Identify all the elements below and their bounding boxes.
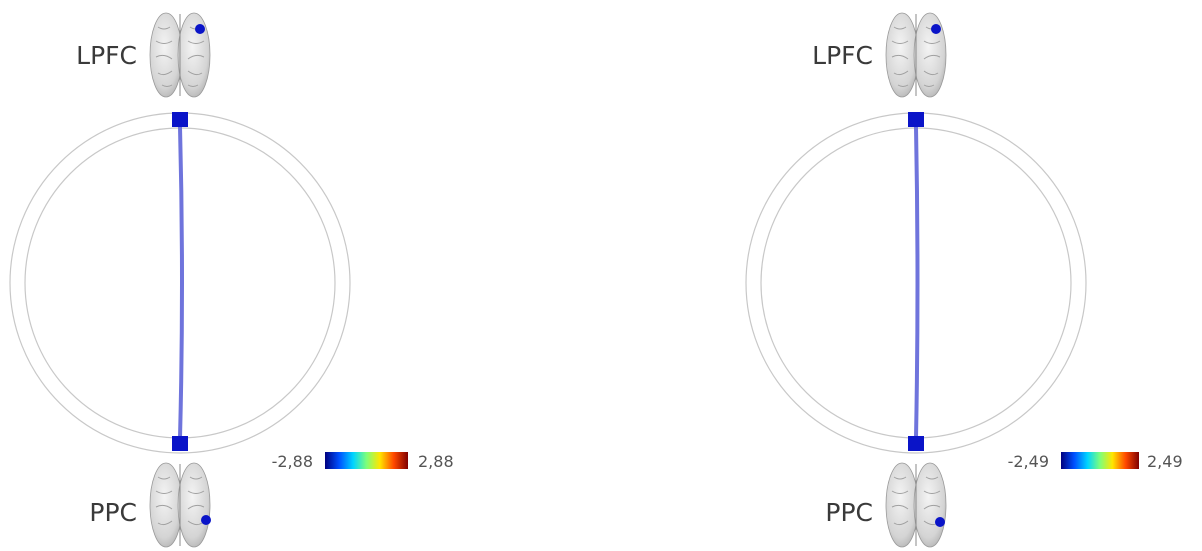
roi-marker-top <box>195 24 205 34</box>
brain-icon-top <box>885 12 947 98</box>
region-label-top: LPFC <box>812 41 873 70</box>
roi-marker-bottom <box>201 515 211 525</box>
colorbar-max-label: 2,88 <box>418 452 454 471</box>
brain-icon-top <box>149 12 211 98</box>
connection-edge <box>914 126 920 439</box>
brain-icon-bottom <box>885 462 947 548</box>
colorbar-min-label: -2,88 <box>272 452 313 471</box>
connectogram-left: LPFC PPC -2,88 2,88 <box>9 12 454 548</box>
brain-icon-bottom <box>149 462 211 548</box>
connectivity-panel-right: LPFC PPC -2,49 2,49 <box>736 0 1202 551</box>
node-top <box>172 112 188 127</box>
colorbar <box>325 452 408 469</box>
colorbar-min-label: -2,49 <box>1008 452 1049 471</box>
colorbar <box>1061 452 1139 469</box>
roi-marker-bottom <box>935 517 945 527</box>
region-label-bottom: PPC <box>89 498 137 527</box>
node-bottom <box>172 436 188 451</box>
connectogram-right: LPFC PPC -2,49 2,49 <box>745 12 1183 548</box>
node-bottom <box>908 436 924 451</box>
connectivity-panel-left: LPFC PPC -2,88 2,88 <box>0 0 600 551</box>
region-label-top: LPFC <box>76 41 137 70</box>
colorbar-max-label: 2,49 <box>1147 452 1183 471</box>
region-label-bottom: PPC <box>825 498 873 527</box>
connection-edge <box>178 126 184 439</box>
node-top <box>908 112 924 127</box>
roi-marker-top <box>931 24 941 34</box>
